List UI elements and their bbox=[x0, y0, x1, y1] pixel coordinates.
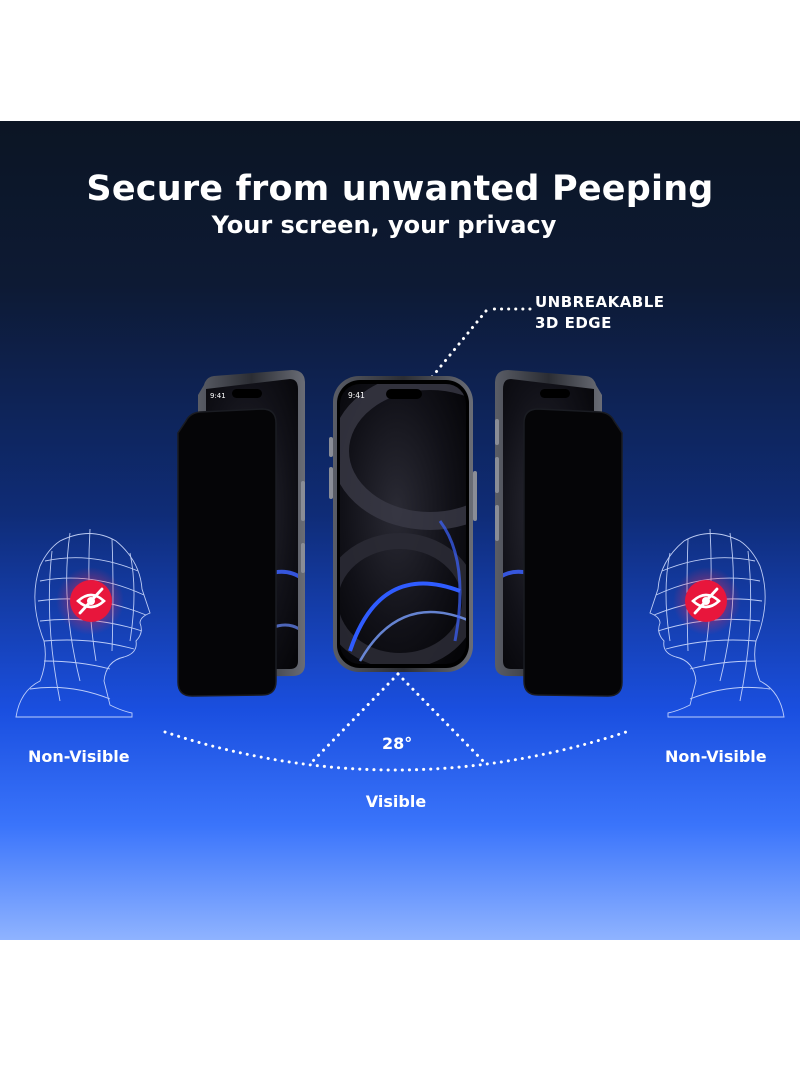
angle-label: 28° bbox=[382, 734, 413, 753]
right-non-visible-label: Non-Visible bbox=[665, 747, 767, 766]
callout-leader bbox=[430, 307, 532, 379]
edge-callout-line1: UNBREAKABLE bbox=[535, 293, 665, 311]
edge-callout: UNBREAKABLE 3D EDGE bbox=[535, 292, 665, 334]
viewing-angle bbox=[163, 672, 634, 772]
visible-label: Visible bbox=[365, 792, 427, 811]
left-eye-slash-icon bbox=[70, 580, 112, 622]
center-phone: 9:41 bbox=[329, 376, 477, 672]
edge-callout-line2: 3D EDGE bbox=[535, 314, 612, 332]
product-banner: 9:41 bbox=[0, 121, 800, 940]
headline: Secure from unwanted Peeping bbox=[86, 169, 714, 209]
right-privacy-film bbox=[523, 408, 623, 697]
center-phone-time: 9:41 bbox=[348, 391, 365, 400]
illustration: 9:41 bbox=[15, 307, 785, 772]
left-privacy-film bbox=[177, 408, 277, 697]
dynamic-island bbox=[386, 389, 422, 399]
right-eye-slash-icon bbox=[685, 580, 727, 622]
left-non-visible-label: Non-Visible bbox=[28, 747, 130, 766]
subheadline: Your screen, your privacy bbox=[211, 211, 557, 239]
left-phone-time: 9:41 bbox=[210, 392, 226, 400]
